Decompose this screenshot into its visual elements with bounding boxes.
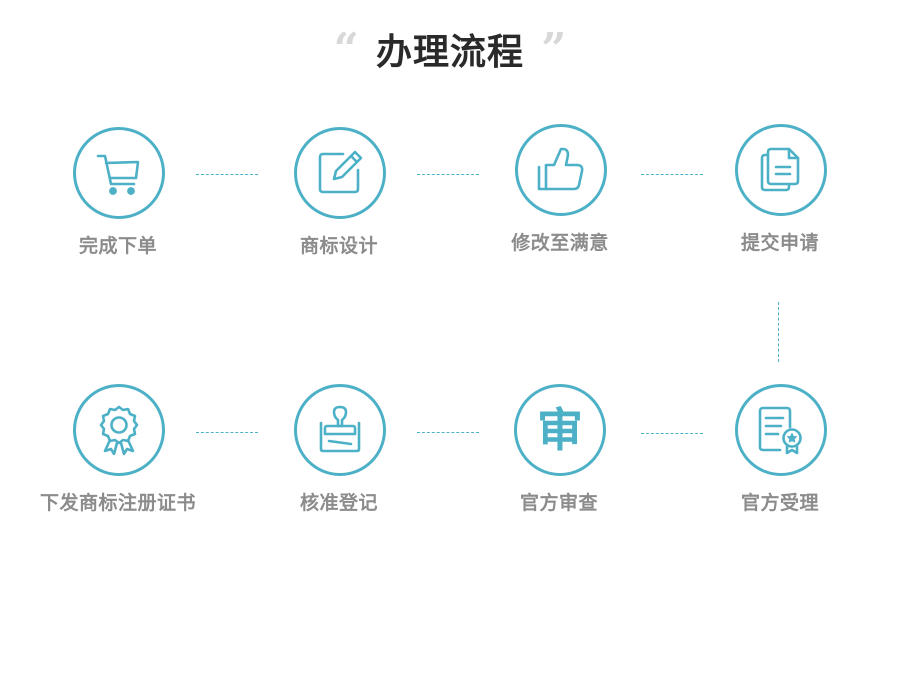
certificate-document-icon — [758, 406, 802, 455]
edit-icon — [318, 150, 363, 194]
step-label: 商标设计 — [299, 235, 378, 257]
step-circle — [294, 384, 386, 476]
connector-6-7 — [417, 432, 479, 433]
step-circle — [735, 124, 827, 216]
connector-3-4 — [641, 174, 703, 175]
step-circle — [515, 124, 607, 216]
step-label: 核准登记 — [299, 492, 378, 514]
cart-icon — [96, 154, 140, 195]
step-label: 完成下单 — [78, 235, 157, 257]
step-place-order: 完成下单 — [18, 127, 218, 267]
connector-5-6 — [641, 433, 703, 434]
stamp-icon — [319, 405, 361, 453]
award-badge-icon — [99, 405, 139, 455]
step-issue-certificate: 下发商标注册证书 — [18, 384, 218, 524]
step-label: 提交申请 — [740, 232, 819, 254]
page-title: 办理流程 — [375, 32, 524, 73]
connector-2-3 — [417, 174, 479, 175]
step-circle — [73, 384, 165, 476]
section-header: “ 办理流程 ” — [0, 24, 900, 84]
open-quote-mark: “ — [333, 24, 359, 75]
review-char-icon: 审 — [537, 403, 583, 457]
step-label: 官方审查 — [519, 492, 598, 514]
step-circle — [73, 127, 165, 219]
step-submit-application: 提交申请 — [680, 124, 880, 264]
step-circle — [294, 127, 386, 219]
step-official-review: 审 官方审查 — [459, 384, 659, 524]
step-revise-until-satisfied: 修改至满意 — [460, 124, 660, 264]
step-circle: 审 — [514, 384, 606, 476]
step-label: 下发商标注册证书 — [39, 492, 196, 514]
step-trademark-design: 商标设计 — [239, 127, 439, 267]
step-label: 修改至满意 — [511, 232, 609, 254]
step-label: 官方受理 — [740, 492, 819, 514]
connector-1-2 — [196, 174, 258, 175]
step-circle — [735, 384, 827, 476]
connector-4-5 — [778, 302, 779, 362]
connector-7-8 — [196, 432, 258, 433]
thumbs-up-icon — [537, 147, 584, 191]
step-official-acceptance: 官方受理 — [680, 384, 880, 524]
document-copy-icon — [760, 147, 800, 192]
step-approval-registration: 核准登记 — [239, 384, 439, 524]
close-quote-mark: ” — [541, 24, 567, 75]
